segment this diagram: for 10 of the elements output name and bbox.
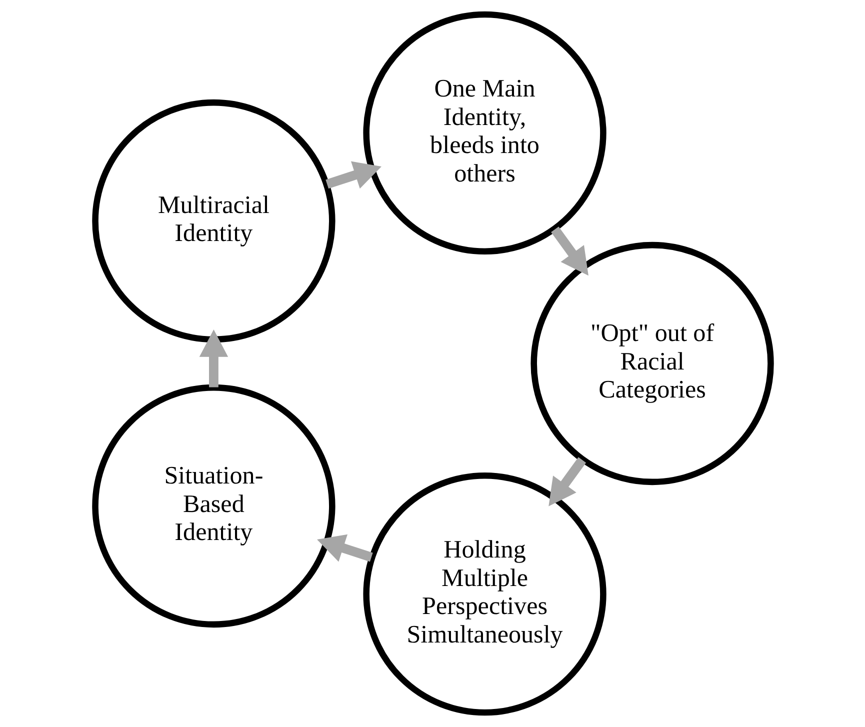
node-circle: "Opt" out of Racial Categories xyxy=(530,242,774,486)
node-circle: Multiracial Identity xyxy=(92,99,335,343)
node-circle: One Main Identity, bleeds into others xyxy=(362,11,606,254)
node-circle: Holding Multiple Perspectives Simultaneously xyxy=(362,472,606,716)
arrow xyxy=(548,457,586,506)
arrow xyxy=(550,226,588,276)
node-circle: Situation-Based Identity xyxy=(92,384,335,628)
arrow xyxy=(325,161,381,189)
arrow xyxy=(316,534,372,562)
arrow xyxy=(198,329,228,388)
